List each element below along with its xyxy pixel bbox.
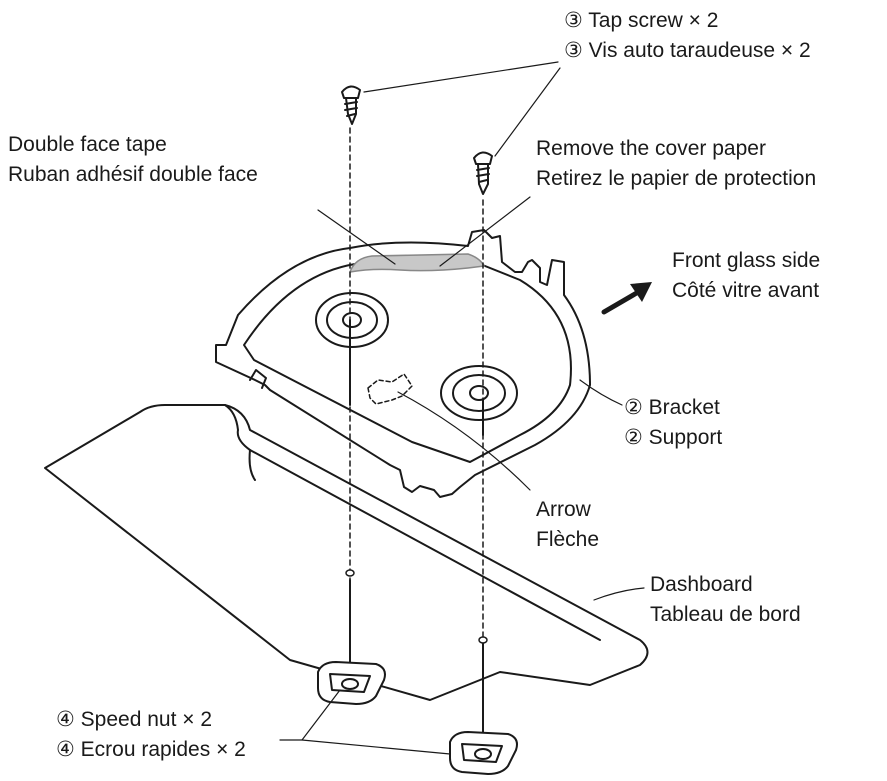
cover-paper-label-en: Remove the cover paper (536, 137, 766, 160)
speed-nut-label-fr: ④ Ecrou rapides × 2 (56, 738, 246, 761)
arrow-label-en: Arrow (536, 498, 591, 521)
dashboard-label-fr: Tableau de bord (650, 603, 801, 626)
front-glass-label-en: Front glass side (672, 249, 821, 272)
speed-nut-right (449, 731, 518, 775)
bracket-part (215, 229, 591, 498)
double-face-tape-label: Double face tape Ruban adhésif double fa… (8, 130, 258, 190)
front-glass-direction-arrow (601, 282, 652, 315)
double-face-tape-label-fr: Ruban adhésif double face (8, 163, 258, 186)
leader-lines (279, 61, 645, 755)
right-screw-boss (440, 365, 518, 421)
front-glass-label-fr: Côté vitre avant (672, 279, 820, 302)
speed-nut-label-en: ④ Speed nut × 2 (56, 708, 213, 731)
arrow-label: Arrow Flèche (536, 495, 599, 555)
tap-screw-right (473, 151, 493, 195)
dashboard-part (44, 404, 649, 701)
left-screw-boss (315, 292, 389, 348)
tap-screw-label-fr: ③ Vis auto taraudeuse × 2 (564, 39, 811, 62)
tap-screw-label-en: ③ Tap screw × 2 (564, 9, 719, 32)
front-glass-label: Front glass side Côté vitre avant (672, 246, 820, 306)
bracket-label-fr: ② Support (624, 426, 723, 449)
arrow-label-fr: Flèche (536, 528, 600, 551)
speed-nut-label: ④ Speed nut × 2 ④ Ecrou rapides × 2 (56, 705, 246, 765)
cover-paper-label: Remove the cover paper Retirez le papier… (536, 134, 816, 194)
speed-nut-left (317, 661, 386, 705)
tap-screw-left (341, 85, 361, 125)
bracket-label: ② Bracket ② Support (624, 393, 722, 453)
arrow-emboss (367, 373, 413, 405)
bracket-label-en: ② Bracket (624, 396, 720, 419)
dashboard-label: Dashboard Tableau de bord (650, 570, 801, 630)
double-face-tape-label-en: Double face tape (8, 133, 167, 156)
tap-screw-label: ③ Tap screw × 2 ③ Vis auto taraudeuse × … (564, 6, 811, 66)
cover-paper-label-fr: Retirez le papier de protection (536, 167, 817, 190)
dashboard-label-en: Dashboard (650, 573, 753, 596)
